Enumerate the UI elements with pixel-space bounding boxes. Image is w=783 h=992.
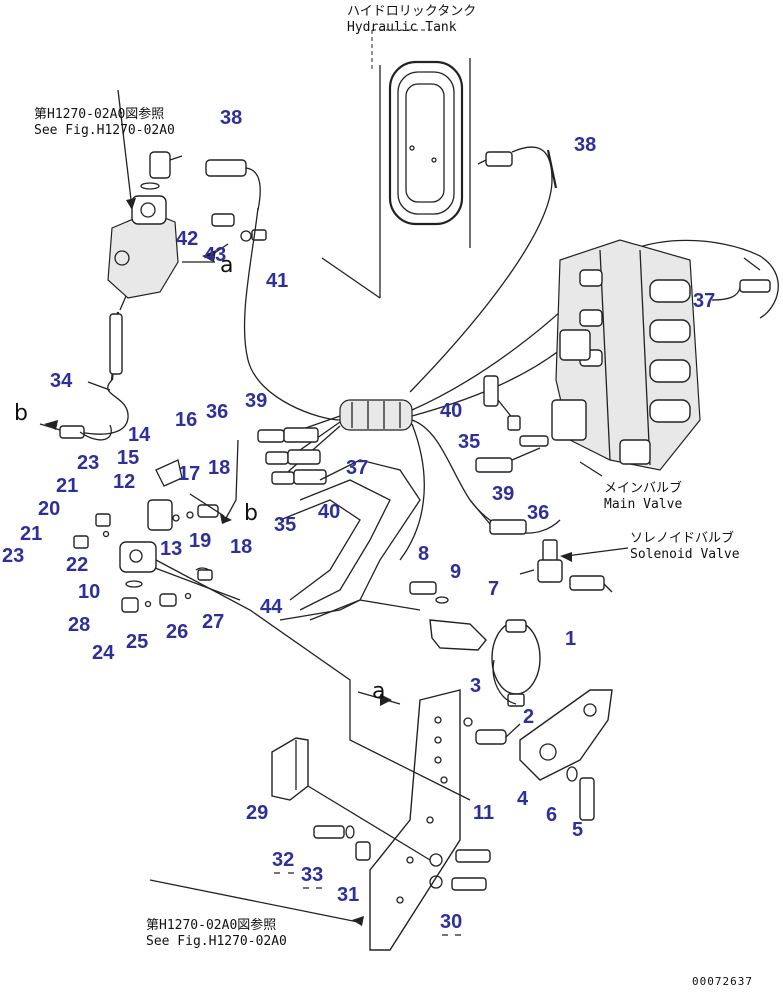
callout-42: 42 bbox=[176, 228, 198, 250]
document-number: 00072637 bbox=[692, 975, 753, 988]
hose-38-left bbox=[205, 159, 341, 421]
label-leaders bbox=[149, 243, 629, 923]
callout-26: 26 bbox=[166, 621, 188, 643]
callout-23-top: 23 bbox=[77, 452, 99, 474]
hose-38-right bbox=[409, 146, 558, 393]
callout-17: 17 bbox=[178, 463, 200, 485]
ref-top-jp: 第H1270-02A0図参照 bbox=[34, 106, 164, 122]
callout-19: 19 bbox=[189, 530, 211, 552]
callout-37-left: 37 bbox=[346, 457, 368, 479]
elbow-2 bbox=[463, 717, 521, 745]
hose-34 bbox=[39, 311, 129, 441]
ref-bottom-en: See Fig.H1270-02A0 bbox=[146, 934, 287, 949]
callout-43: 43 bbox=[204, 244, 226, 266]
main-valve bbox=[551, 239, 771, 471]
solenoid-label-en: Solenoid Valve bbox=[630, 547, 740, 562]
callout-38-left: 38 bbox=[220, 107, 242, 129]
pump-assembly bbox=[107, 89, 215, 311]
callout-3: 3 bbox=[470, 675, 481, 697]
solenoid-label-jp: ソレノイドバルブ bbox=[630, 530, 734, 546]
callout-numbers: 1 2 3 4 5 6 7 8 9 10 11 12 13 14 15 16 1… bbox=[2, 107, 715, 933]
callout-40-bottom: 40 bbox=[318, 501, 340, 523]
tank-label-jp: ハイドロリックタンク bbox=[347, 4, 476, 19]
callout-29: 29 bbox=[246, 802, 268, 824]
callout-16: 16 bbox=[175, 409, 197, 431]
callout-32: 32 bbox=[272, 849, 294, 871]
callout-18-top: 18 bbox=[208, 457, 230, 479]
left-fittings bbox=[257, 427, 327, 485]
bolts-32-33-31 bbox=[313, 825, 371, 861]
callout-41: 41 bbox=[266, 270, 288, 292]
main-valve-label-en: Main Valve bbox=[604, 497, 682, 512]
callout-5: 5 bbox=[572, 819, 583, 841]
bracket-4 bbox=[519, 689, 613, 821]
callout-24: 24 bbox=[92, 642, 115, 664]
hose-bundle bbox=[224, 239, 779, 561]
clamp-7 bbox=[409, 581, 487, 651]
callout-14: 14 bbox=[128, 424, 151, 446]
callout-21-bottom: 21 bbox=[20, 523, 42, 545]
connector-a-bottom: a bbox=[372, 679, 385, 704]
callout-39-right: 39 bbox=[492, 483, 514, 505]
callout-4: 4 bbox=[517, 788, 529, 810]
callout-22: 22 bbox=[66, 554, 88, 576]
hydraulic-tank bbox=[321, 29, 471, 299]
connector-a-top: a bbox=[220, 253, 233, 278]
connector-arrows bbox=[44, 198, 572, 926]
callout-44: 44 bbox=[260, 596, 283, 618]
callout-23-bottom: 23 bbox=[2, 545, 24, 567]
valve-fittings bbox=[469, 375, 549, 535]
callout-7: 7 bbox=[488, 578, 499, 600]
left-valve-group bbox=[73, 459, 471, 801]
connector-b-middle: b bbox=[244, 501, 258, 526]
cover-29 bbox=[271, 737, 431, 861]
callout-20: 20 bbox=[38, 498, 60, 520]
callout-10: 10 bbox=[78, 581, 100, 603]
main-valve-label-jp: メインバルブ bbox=[604, 480, 682, 496]
callout-2: 2 bbox=[523, 706, 534, 728]
callout-6: 6 bbox=[546, 804, 557, 826]
callout-31: 31 bbox=[337, 884, 359, 906]
callout-40-top: 40 bbox=[440, 400, 462, 422]
plate-bracket bbox=[369, 689, 461, 951]
callout-34: 34 bbox=[50, 370, 73, 392]
bolts-11-30 bbox=[429, 849, 491, 891]
callout-35-top: 35 bbox=[458, 431, 480, 453]
callout-39-left: 39 bbox=[245, 390, 267, 412]
chassis-outline bbox=[279, 459, 421, 621]
callout-13: 13 bbox=[160, 538, 182, 560]
solenoid-valve bbox=[519, 539, 613, 593]
underline-marks bbox=[274, 872, 461, 936]
callout-21-top: 21 bbox=[56, 475, 78, 497]
callout-28: 28 bbox=[68, 614, 90, 636]
callout-12: 12 bbox=[113, 471, 135, 493]
callout-1: 1 bbox=[565, 628, 576, 650]
callout-37-right: 37 bbox=[693, 290, 715, 312]
callout-25: 25 bbox=[126, 631, 148, 653]
tank-label-en: Hydraulic Tank bbox=[347, 20, 457, 35]
connector-b-left: b bbox=[14, 401, 28, 426]
callout-11: 11 bbox=[473, 802, 494, 824]
ref-top-en: See Fig.H1270-02A0 bbox=[34, 123, 175, 138]
callout-38-right: 38 bbox=[574, 134, 596, 156]
callout-15: 15 bbox=[117, 447, 139, 469]
callout-27: 27 bbox=[202, 611, 224, 633]
callout-18-bottom: 18 bbox=[230, 536, 252, 558]
callout-35-bottom: 35 bbox=[274, 514, 296, 536]
callout-33: 33 bbox=[301, 864, 323, 886]
callout-36-left: 36 bbox=[206, 401, 228, 423]
accumulator bbox=[491, 619, 541, 707]
callout-36-right: 36 bbox=[527, 502, 549, 524]
callout-8: 8 bbox=[418, 543, 429, 565]
callout-30: 30 bbox=[440, 911, 462, 933]
callout-9: 9 bbox=[450, 561, 461, 583]
ref-bottom-jp: 第H1270-02A0図参照 bbox=[146, 917, 276, 933]
